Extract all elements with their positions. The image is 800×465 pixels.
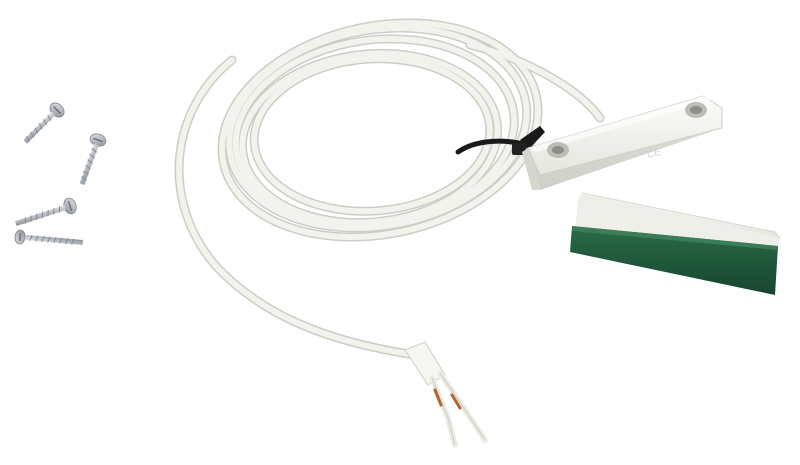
screw-3 [15, 197, 77, 226]
screw-2 [79, 133, 107, 186]
housing-mark: CE [646, 147, 663, 161]
screw-1 [23, 102, 65, 144]
screw-4 [14, 229, 83, 245]
cable-coil [174, 18, 605, 360]
reed-switch-housing: CE [522, 95, 723, 190]
stripped-wire-ends [404, 341, 488, 448]
screws [14, 102, 107, 245]
cable-tie [455, 126, 545, 155]
magnet-block [570, 192, 782, 295]
